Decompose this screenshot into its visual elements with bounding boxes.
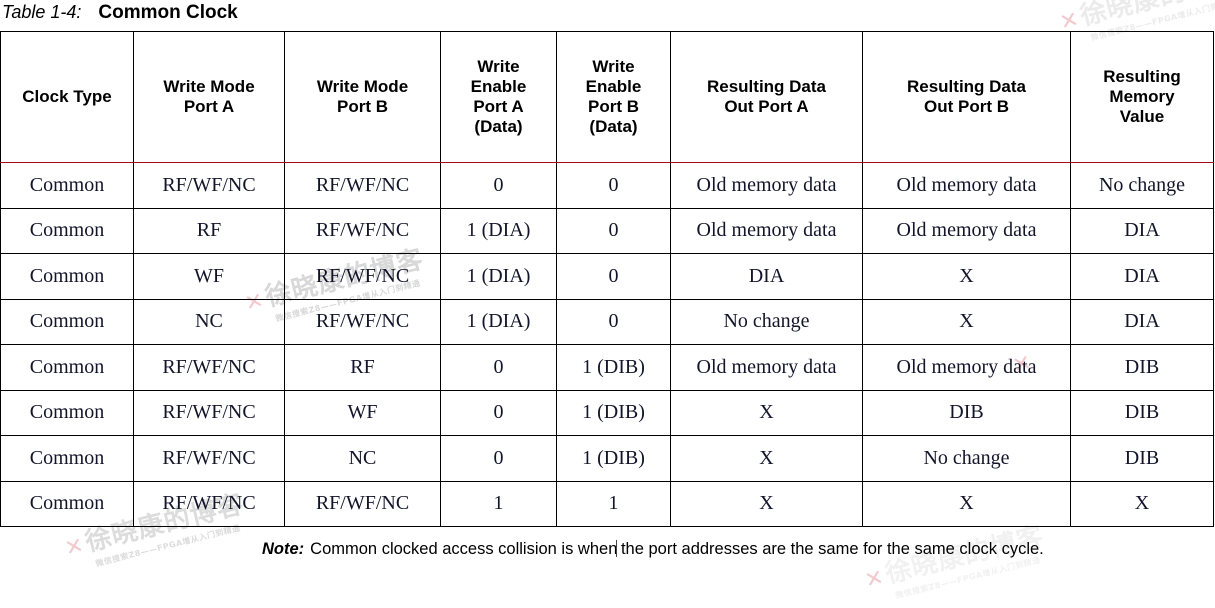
cell-r2-c6: X: [862, 253, 1071, 300]
cell-r7-c6: X: [862, 480, 1071, 527]
watermark-subtext: 微信搜索Z8——FPGA增从入门到精通: [94, 523, 242, 569]
cell-r1-c2: RF/WF/NC: [284, 207, 441, 254]
note-text-after-caret: the port addresses are the same for the …: [616, 540, 1044, 558]
cell-r5-c3: 0: [440, 389, 557, 436]
cell-r5-c7: DIB: [1070, 389, 1214, 436]
cell-r4-c1: RF/WF/NC: [133, 344, 285, 391]
cell-r7-c7: X: [1070, 480, 1214, 527]
cell-r0-c0: Common: [0, 162, 134, 209]
cell-r0-c3: 0: [440, 162, 557, 209]
watermark-logo-icon: ✕: [62, 533, 87, 562]
cell-r3-c0: Common: [0, 298, 134, 345]
cell-r7-c2: RF/WF/NC: [284, 480, 441, 527]
cell-r2-c2: RF/WF/NC: [284, 253, 441, 300]
cell-r4-c0: Common: [0, 344, 134, 391]
cell-r2-c7: DIA: [1070, 253, 1214, 300]
watermark-text: 徐晓康: [1077, 0, 1164, 32]
cell-r3-c6: X: [862, 298, 1071, 345]
cell-r6-c7: DIB: [1070, 435, 1214, 482]
cell-r7-c4: 1: [556, 480, 671, 527]
watermark-bottom-right: ✕徐晓康的博客 微信搜索Z8——FPGA增从入门到精通: [860, 516, 1050, 608]
text-cursor: [616, 540, 618, 557]
cell-r2-c4: 0: [556, 253, 671, 300]
cell-r1-c5: Old memory data: [670, 207, 863, 254]
cell-r0-c6: Old memory data: [862, 162, 1071, 209]
cell-r6-c4: 1 (DIB): [556, 435, 671, 482]
cell-r3-c3: 1 (DIA): [440, 298, 557, 345]
table-caption-title: Common Clock: [98, 2, 238, 23]
cell-r1-c6: Old memory data: [862, 207, 1071, 254]
cell-r4-c7: DIB: [1070, 344, 1214, 391]
cell-r2-c0: Common: [0, 253, 134, 300]
note-label: Note:: [262, 540, 305, 558]
table-caption: Table 1-4: Common Clock: [2, 2, 238, 24]
cell-r6-c2: NC: [284, 435, 441, 482]
cell-r4-c6: Old memory data: [862, 344, 1071, 391]
cell-r4-c4: 1 (DIB): [556, 344, 671, 391]
cell-r5-c5: X: [670, 389, 863, 436]
cell-r7-c5: X: [670, 480, 863, 527]
cell-r3-c5: No change: [670, 298, 863, 345]
cell-r1-c3: 1 (DIA): [440, 207, 557, 254]
cell-r6-c1: RF/WF/NC: [133, 435, 285, 482]
cell-r5-c2: WF: [284, 389, 441, 436]
cell-r3-c1: NC: [133, 298, 285, 345]
cell-r6-c6: No change: [862, 435, 1071, 482]
cell-r6-c3: 0: [440, 435, 557, 482]
cell-r3-c7: DIA: [1070, 298, 1214, 345]
cell-r0-c7: No change: [1070, 162, 1214, 209]
cell-r1-c4: 0: [556, 207, 671, 254]
cell-r0-c1: RF/WF/NC: [133, 162, 285, 209]
cell-r5-c0: Common: [0, 389, 134, 436]
cell-r1-c1: RF: [133, 207, 285, 254]
cell-r3-c2: RF/WF/NC: [284, 298, 441, 345]
cell-r1-c0: Common: [0, 207, 134, 254]
cell-r5-c4: 1 (DIB): [556, 389, 671, 436]
cell-r0-c2: RF/WF/NC: [284, 162, 441, 209]
cell-r5-c6: DIB: [862, 389, 1071, 436]
cell-r7-c1: RF/WF/NC: [133, 480, 285, 527]
note-text-before-caret: Common clocked access collision is when: [310, 540, 618, 558]
cell-r5-c1: RF/WF/NC: [133, 389, 285, 436]
cell-r2-c5: DIA: [670, 253, 863, 300]
cell-r7-c0: Common: [0, 480, 134, 527]
table-caption-label: Table 1-4:: [2, 2, 82, 22]
cell-r3-c4: 0: [556, 298, 671, 345]
cell-r4-c3: 0: [440, 344, 557, 391]
cell-r2-c3: 1 (DIA): [440, 253, 557, 300]
cell-r2-c1: WF: [133, 253, 285, 300]
cell-r4-c2: RF: [284, 344, 441, 391]
cell-r1-c7: DIA: [1070, 207, 1214, 254]
cell-r6-c5: X: [670, 435, 863, 482]
table-note: Note: Common clocked access collision is …: [262, 538, 1052, 561]
cell-r7-c3: 1: [440, 480, 557, 527]
column-header-0: Clock Type: [0, 31, 134, 163]
watermark-logo-icon: ✕: [862, 565, 887, 594]
watermark-text-2: 的博客: [1156, 0, 1215, 12]
cell-r0-c4: 0: [556, 162, 671, 209]
cell-r6-c0: Common: [0, 435, 134, 482]
cell-r4-c5: Old memory data: [670, 344, 863, 391]
cell-r0-c5: Old memory data: [670, 162, 863, 209]
